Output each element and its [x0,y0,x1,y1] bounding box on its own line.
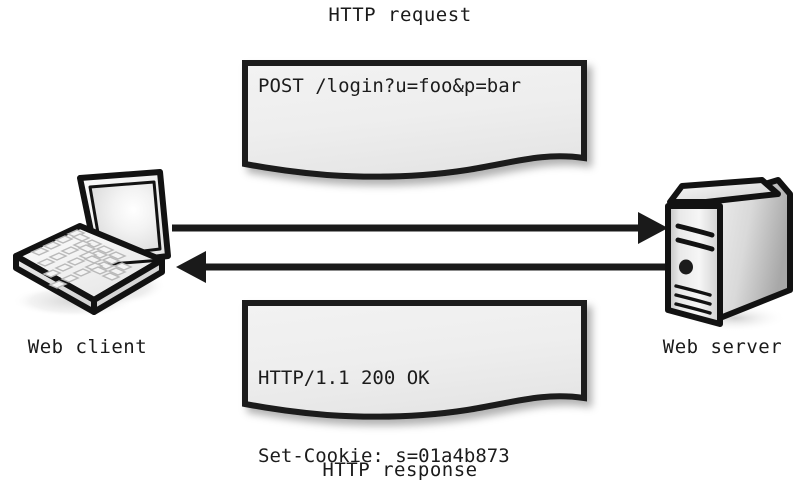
request-message-box: POST /login?u=foo&p=bar [242,60,587,182]
caption-http-response: HTTP response [322,459,478,481]
web-client-label: Web client [27,336,148,358]
web-server-label: Web server [662,336,783,358]
web-server-node [630,172,800,332]
response-status-line: HTTP/1.1 200 OK [258,367,430,389]
laptop-icon [12,169,171,317]
response-message-text: HTTP/1.1 200 OK Set-Cookie: s=01a4b873 [258,313,573,495]
response-set-cookie-line: Set-Cookie: s=01a4b873 [258,445,510,467]
request-message-text: POST /login?u=foo&p=bar [258,75,522,97]
caption-http-request: HTTP request [328,4,472,26]
arrow-right-icon [172,212,668,244]
arrow-left-icon [176,251,668,283]
server-tower-icon [665,177,793,332]
web-client-node [2,168,182,328]
response-message-box: HTTP/1.1 200 OK Set-Cookie: s=01a4b873 [242,300,587,467]
